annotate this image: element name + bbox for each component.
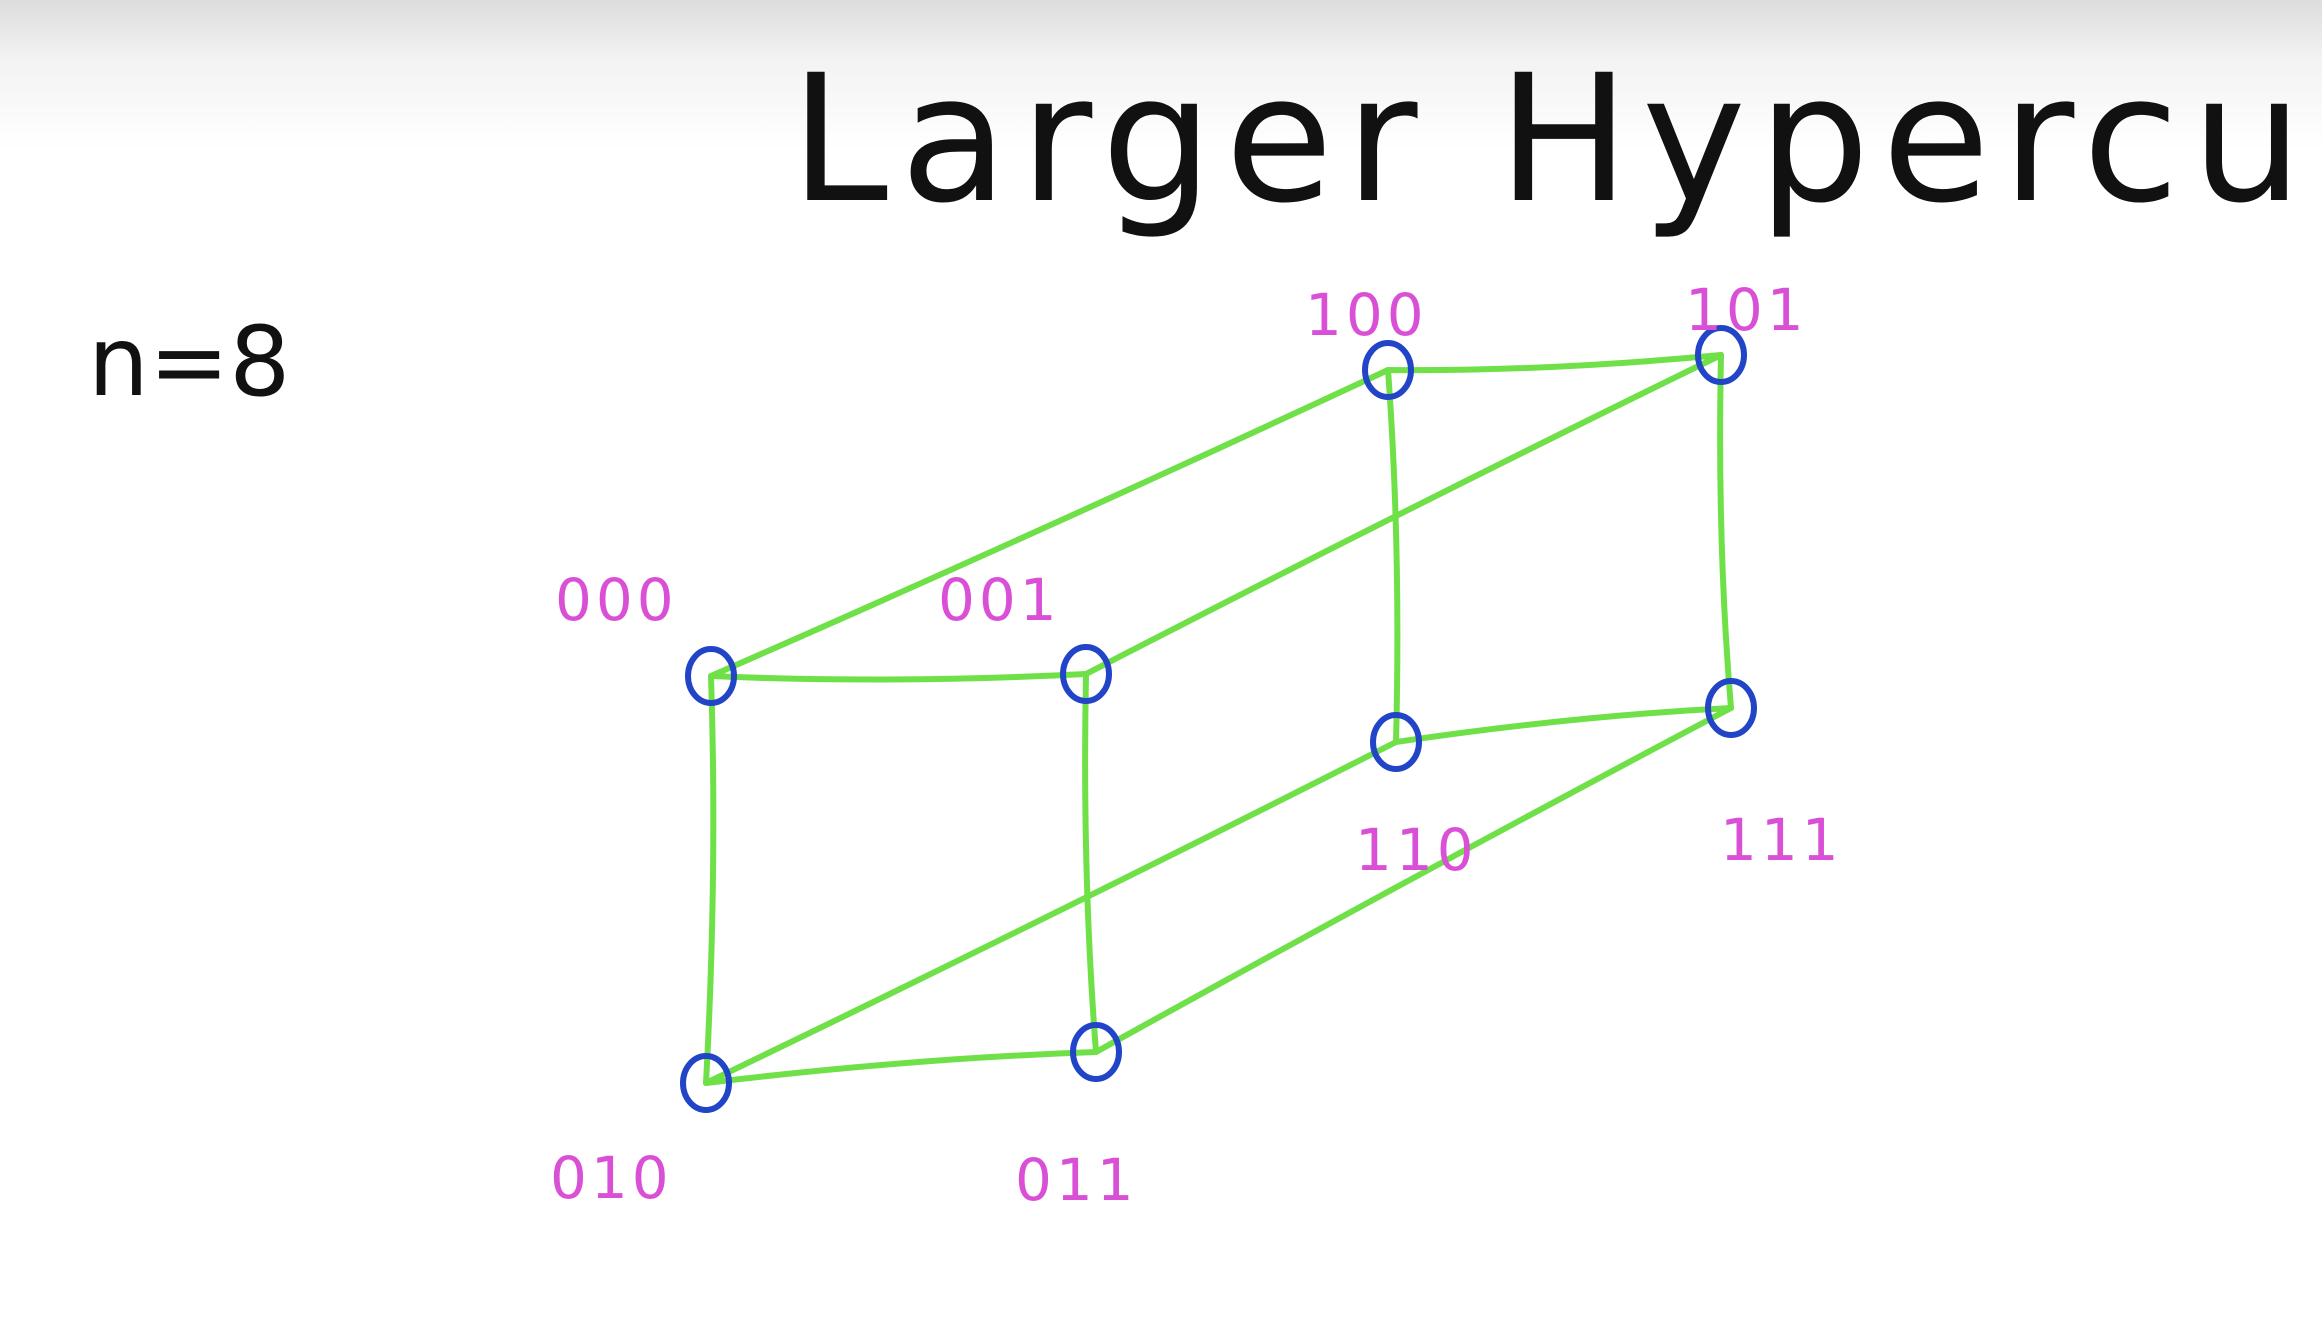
vertex-001: [1060, 644, 1112, 704]
edge-000-100: [708, 367, 1391, 679]
vertex-label-110: 110: [1355, 816, 1478, 884]
vertex-101: [1695, 325, 1747, 385]
vertex-label-000: 000: [555, 566, 678, 634]
edge-011-111: [1093, 705, 1734, 1055]
vertex-label-011: 011: [1015, 1146, 1138, 1214]
edge-000-010: [703, 673, 717, 1086]
edge-layer: [703, 352, 1734, 1086]
vertex-label-111: 111: [1720, 806, 1843, 874]
vertex-label-101: 101: [1685, 276, 1808, 344]
vertex-010: [680, 1053, 732, 1113]
edge-100-101: [1385, 352, 1724, 374]
vertex-011: [1070, 1022, 1122, 1082]
edge-100-110: [1385, 367, 1401, 745]
vertex-label-100: 100: [1305, 281, 1428, 349]
diagram-title: Larger Hypercubes: [790, 37, 2322, 242]
vertex-label-001: 001: [938, 566, 1061, 634]
edge-101-111: [1717, 352, 1734, 711]
vertex-label-010: 010: [550, 1144, 673, 1212]
edge-010-110: [703, 739, 1399, 1086]
edge-001-101: [1083, 352, 1724, 677]
vertex-110: [1370, 712, 1422, 772]
vertex-000: [685, 646, 737, 706]
vertex-100: [1362, 340, 1414, 400]
vertex-layer: 000 001 010 011 100 101 110 111: [550, 276, 1843, 1214]
edge-001-011: [1082, 671, 1099, 1055]
n-value-label: n=8: [88, 306, 290, 418]
edge-010-011: [703, 1049, 1099, 1086]
vertex-111: [1705, 678, 1757, 738]
edge-110-111: [1393, 705, 1734, 745]
edge-000-001: [708, 671, 1089, 683]
